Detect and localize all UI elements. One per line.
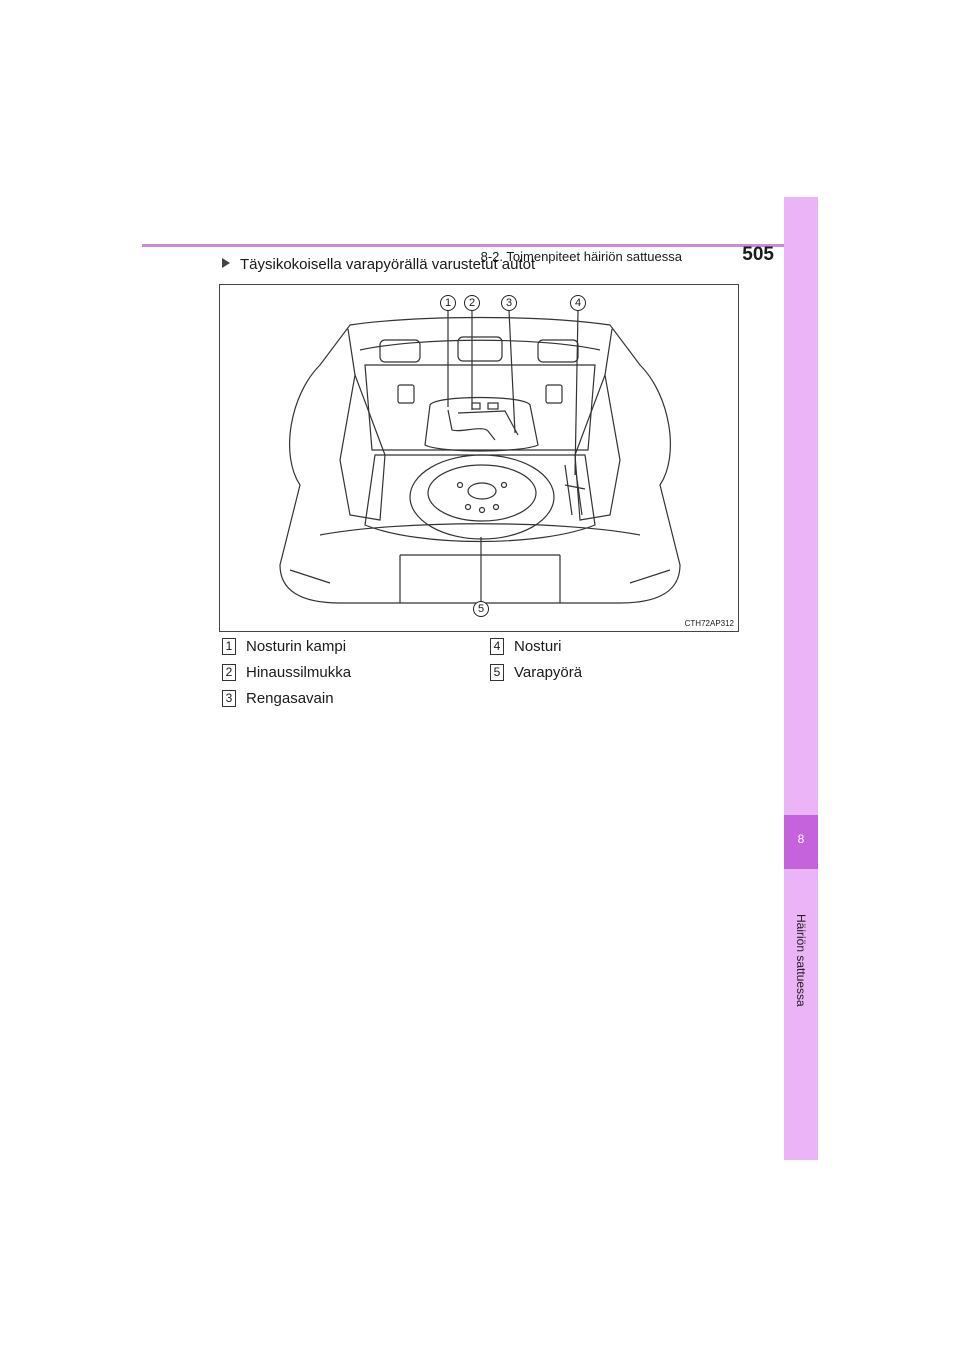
figure: 1 2 3 4 5 CTH72AP312 <box>219 284 739 632</box>
side-tab <box>784 197 818 1160</box>
legend-label: Hinaussilmukka <box>246 664 352 681</box>
legend-number: 1 <box>222 638 236 655</box>
car-trunk-illustration <box>279 310 681 604</box>
legend-number: 3 <box>222 690 236 707</box>
chapter-title: Häiriön sattuessa <box>794 914 808 1007</box>
figure-code: CTH72AP312 <box>684 619 734 628</box>
legend-number: 2 <box>222 664 236 681</box>
triangle-marker-icon <box>222 258 230 268</box>
callout-4: 4 <box>570 295 586 311</box>
callout-2: 2 <box>464 295 480 311</box>
legend-label: Nosturin kampi <box>246 638 347 655</box>
legend-item-1: 1 Nosturin kampi <box>222 638 346 655</box>
callout-3: 3 <box>501 295 517 311</box>
page-number: 505 <box>742 244 774 265</box>
legend-item-5: 5 Varapyörä <box>490 664 582 681</box>
legend-item-4: 4 Nosturi <box>490 638 562 655</box>
legend-label: Rengasavain <box>246 690 334 707</box>
header-rule <box>142 244 818 247</box>
section-heading-text: Täysikokoisella varapyörällä varustetut … <box>240 256 536 273</box>
callout-1: 1 <box>440 295 456 311</box>
legend-label: Varapyörä <box>514 664 583 681</box>
section-heading: Täysikokoisella varapyörällä varustetut … <box>222 256 535 273</box>
legend-number: 4 <box>490 638 504 655</box>
legend-label: Nosturi <box>514 638 562 655</box>
callout-5: 5 <box>473 601 489 617</box>
chapter-number: 8 <box>797 832 805 846</box>
chapter-block <box>784 815 818 869</box>
legend-number: 5 <box>490 664 504 681</box>
legend-item-2: 2 Hinaussilmukka <box>222 664 351 681</box>
header-section-title: 8-2. Toimenpiteet häiriön sattuessa <box>480 249 682 264</box>
legend-item-3: 3 Rengasavain <box>222 690 334 707</box>
